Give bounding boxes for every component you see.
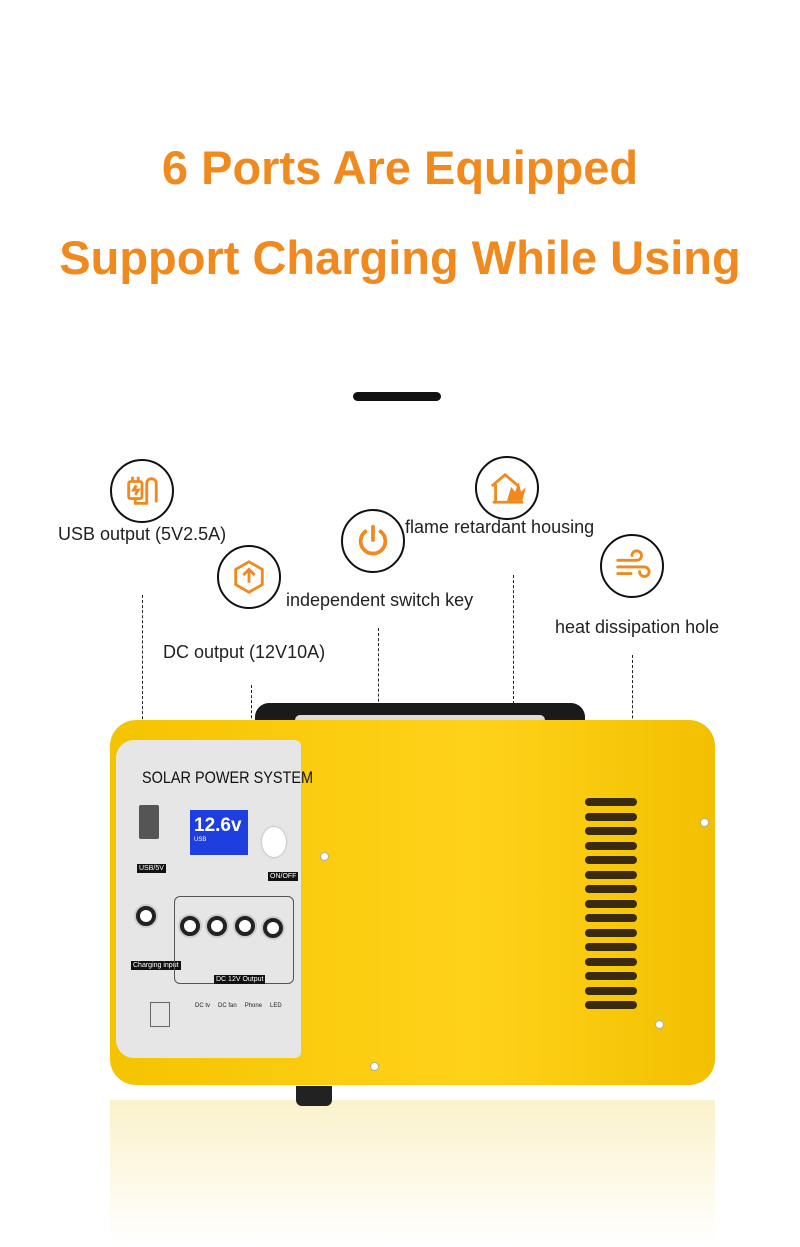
label-usb: USB output (5V2.5A)	[58, 524, 227, 544]
divider	[353, 392, 441, 401]
headline-line1: 6 Ports Are Equipped	[161, 141, 639, 194]
usb-ports[interactable]	[139, 805, 159, 839]
screw	[370, 1062, 379, 1071]
solar-panel-icon	[150, 1002, 170, 1027]
leader-housing	[513, 575, 514, 820]
power-button[interactable]	[262, 827, 286, 857]
onoff-tag: ON/OFF	[268, 872, 299, 881]
usb-tag: USB/5V	[137, 864, 166, 873]
front-panel	[116, 740, 301, 1058]
label-dc: DC output (12V10A)	[163, 642, 326, 662]
screw	[320, 852, 329, 861]
dc-jack[interactable]	[180, 916, 200, 936]
vent-slot	[585, 885, 637, 893]
vent-slot	[585, 899, 637, 908]
headline-line2: Support Charging While Using	[59, 231, 741, 284]
label-switch: independent switch key	[286, 590, 474, 610]
appliance-led: LED	[270, 1003, 282, 1009]
vent-slot	[585, 928, 637, 937]
vent-slot	[585, 870, 637, 879]
vent-slot	[585, 914, 637, 922]
vent-slot	[585, 957, 637, 966]
screw	[700, 818, 709, 827]
wind-icon	[600, 534, 664, 598]
display-sub: USB	[194, 837, 207, 843]
vent-slot	[585, 841, 637, 850]
charging-input-jack[interactable]	[136, 906, 156, 926]
dc-jack[interactable]	[207, 916, 227, 936]
screw	[655, 1020, 664, 1029]
dc-jack[interactable]	[263, 918, 283, 938]
dc-output-group	[174, 896, 294, 984]
label-housing: flame retardant housing	[405, 517, 595, 537]
appliance-fan: DC fan	[218, 1003, 237, 1009]
vent-slot	[585, 972, 637, 980]
dc-output-icon	[217, 545, 281, 609]
appliance-tv: DC tv	[195, 1003, 210, 1009]
vent-slot	[585, 798, 637, 806]
display-value: 12.6v	[194, 815, 242, 836]
panel-title: SOLAR POWER SYSTEM	[142, 768, 314, 787]
dc-tag: DC 12V Output	[214, 975, 266, 984]
vent-slot	[585, 986, 637, 995]
vent-slot	[585, 943, 637, 951]
usb-charger-icon	[110, 459, 174, 523]
dc-jack[interactable]	[235, 916, 255, 936]
power-icon	[341, 509, 405, 573]
reflection	[110, 1100, 715, 1247]
leader-usb	[142, 595, 143, 795]
vent-slot	[585, 827, 637, 835]
label-heat: heat dissipation hole	[555, 617, 720, 637]
vent-slot	[585, 856, 637, 864]
vent-slot	[585, 812, 637, 821]
appliance-phone: Phone	[244, 1003, 263, 1009]
flame-house-icon	[475, 456, 539, 520]
vent-slot	[585, 1001, 637, 1009]
charging-tag: Charging input	[131, 961, 181, 970]
foot	[296, 1086, 332, 1106]
